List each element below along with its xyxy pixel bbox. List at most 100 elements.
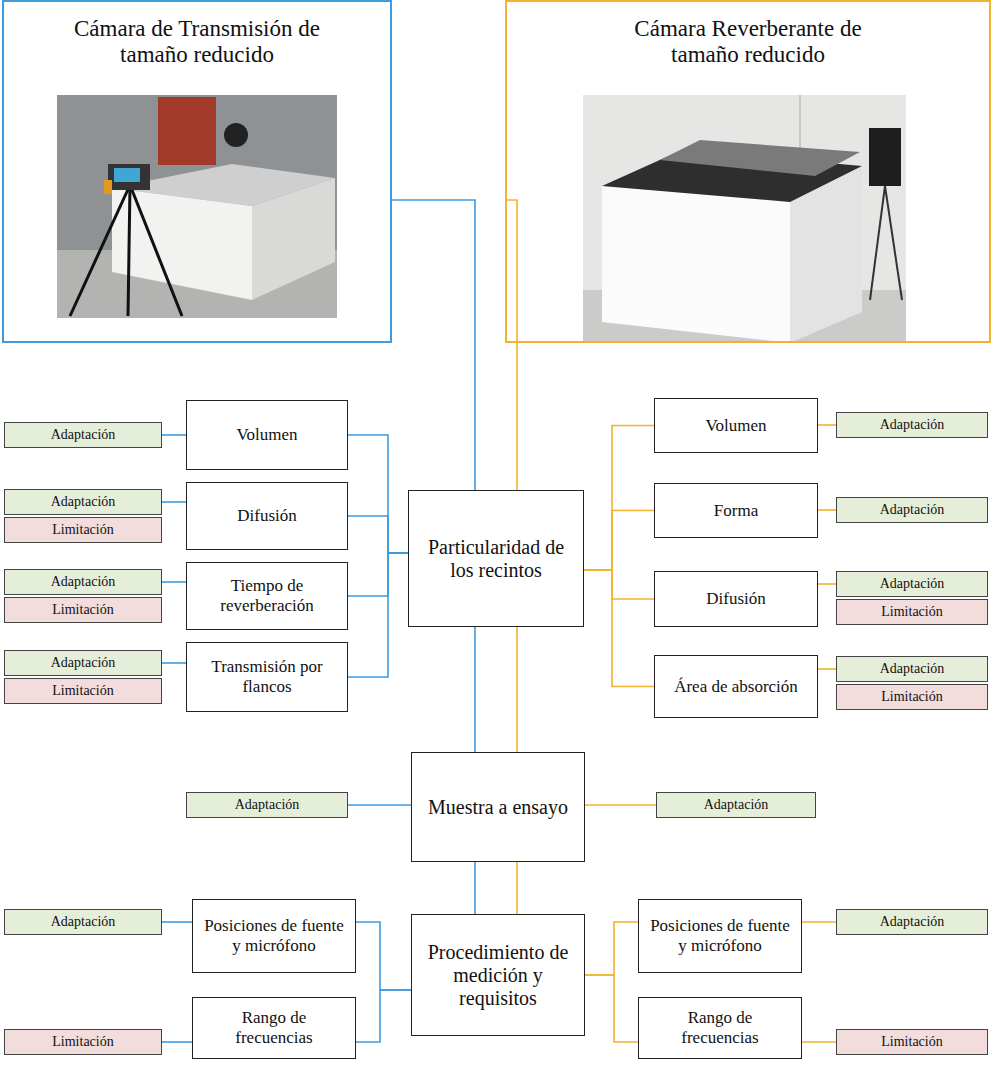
node-text: Adaptación xyxy=(235,797,300,813)
node-text: Adaptación xyxy=(880,576,945,592)
limitation-tag: Limitación xyxy=(4,597,162,623)
transmission-chamber-photo xyxy=(57,95,337,318)
node-text: Limitación xyxy=(52,1034,113,1050)
adaptation-tag: Adaptación xyxy=(836,412,988,438)
tripod-leg xyxy=(130,185,182,316)
node-text: Tiempo de reverberación xyxy=(195,576,339,615)
text-block: Tiempo de reverberación xyxy=(195,576,339,615)
text-block: Volumen xyxy=(705,416,766,436)
text-block: Forma xyxy=(714,501,758,521)
node-text: Adaptación xyxy=(51,574,116,590)
reverberant-chamber-photo xyxy=(583,95,906,343)
adaptation-tag: Adaptación xyxy=(836,571,988,597)
sound-meter xyxy=(108,164,150,190)
chamber-front xyxy=(112,188,252,300)
text-block: Rango de frecuencias xyxy=(647,1008,793,1047)
text-block: Transmisión por flancos xyxy=(195,657,339,696)
text-block: Particularidad de los recintos xyxy=(417,536,575,582)
node-text: Adaptación xyxy=(704,797,769,813)
node-text: Limitación xyxy=(52,522,113,538)
node-text: Adaptación xyxy=(51,914,116,930)
connector-line xyxy=(584,511,654,571)
node-text: Difusión xyxy=(706,589,766,609)
node-text: Volumen xyxy=(705,416,766,436)
node-text: Limitación xyxy=(881,604,942,620)
category-box: Tiempo de reverberación xyxy=(186,562,348,630)
connector-line xyxy=(356,990,411,1042)
text-block: Limitación xyxy=(881,1034,942,1050)
photo-wall xyxy=(583,95,906,343)
connector-line xyxy=(818,583,836,585)
text-block: Adaptación xyxy=(51,574,116,590)
node-text: Posiciones de fuente y micrófono xyxy=(647,916,793,955)
text-block: Cámara de Transmisión de tamaño reducido xyxy=(52,16,342,69)
connector-line xyxy=(585,922,638,975)
adaptation-tag: Adaptación xyxy=(4,650,162,676)
main-box: Particularidad de los recintos xyxy=(408,490,584,627)
node-text: Limitación xyxy=(881,1034,942,1050)
text-block: Adaptación xyxy=(51,494,116,510)
connector-line xyxy=(585,804,656,806)
category-box: Posiciones de fuente y micrófono xyxy=(192,899,356,973)
tripod-leg xyxy=(128,185,130,316)
limitation-tag: Limitación xyxy=(836,599,988,625)
connector-line xyxy=(818,424,836,426)
category-box: Rango de frecuencias xyxy=(638,997,802,1059)
chamber-panel: Cámara Reverberante de tamaño reducido xyxy=(505,0,991,343)
text-block: Adaptación xyxy=(51,914,116,930)
node-text: Muestra a ensayo xyxy=(428,796,568,819)
main-box: Muestra a ensayo xyxy=(411,752,585,862)
node-text: Rango de frecuencias xyxy=(201,1008,347,1047)
sound-meter-grip xyxy=(104,180,112,194)
connector-line xyxy=(584,426,654,571)
connector-line xyxy=(348,435,408,553)
node-text: Limitación xyxy=(52,683,113,699)
node-text: Cámara de Transmisión de tamaño reducido xyxy=(52,16,342,69)
connector-line xyxy=(392,200,475,490)
connector-line xyxy=(584,570,654,687)
text-block: Rango de frecuencias xyxy=(201,1008,347,1047)
text-block: Adaptación xyxy=(704,797,769,813)
speaker-stand xyxy=(885,186,902,300)
adaptation-tag: Adaptación xyxy=(4,422,162,448)
text-block: Posiciones de fuente y micrófono xyxy=(201,916,347,955)
node-text: Limitación xyxy=(52,602,113,618)
text-block: Adaptación xyxy=(51,427,116,443)
photo-door xyxy=(158,97,216,165)
text-block: Difusión xyxy=(237,506,297,526)
limitation-tag: Limitación xyxy=(836,1029,988,1055)
node-text: Volumen xyxy=(236,425,297,445)
limitation-tag: Limitación xyxy=(836,684,988,710)
connector-line xyxy=(162,1041,192,1043)
text-block: Muestra a ensayo xyxy=(428,796,568,819)
connector-line xyxy=(348,804,411,806)
category-box: Volumen xyxy=(654,398,818,453)
text-block: Adaptación xyxy=(235,797,300,813)
node-text: Adaptación xyxy=(880,661,945,677)
node-text: Procedimiento de medición y requisitos xyxy=(420,941,576,1010)
limitation-tag: Limitación xyxy=(4,678,162,704)
connector-line xyxy=(162,662,186,664)
adaptation-tag: Adaptación xyxy=(836,909,988,935)
text-block: Adaptación xyxy=(880,502,945,518)
node-text: Difusión xyxy=(237,506,297,526)
connector-line xyxy=(802,1041,836,1043)
adaptation-tag: Adaptación xyxy=(4,489,162,515)
node-text: Rango de frecuencias xyxy=(647,1008,793,1047)
text-block: Volumen xyxy=(236,425,297,445)
connector-line xyxy=(162,434,186,436)
node-text: Particularidad de los recintos xyxy=(417,536,575,582)
text-block: Área de absorción xyxy=(674,677,798,697)
connector-line xyxy=(802,921,836,923)
connector-line xyxy=(474,862,476,914)
text-block: Difusión xyxy=(706,589,766,609)
adaptation-tag: Adaptación xyxy=(4,909,162,935)
node-text: Transmisión por flancos xyxy=(195,657,339,696)
connector-line xyxy=(474,627,476,752)
text-block: Cámara Reverberante de tamaño reducido xyxy=(613,16,883,69)
node-text: Adaptación xyxy=(51,494,116,510)
connector-line xyxy=(162,501,186,503)
text-block: Limitación xyxy=(52,683,113,699)
adaptation-tag: Adaptación xyxy=(4,569,162,595)
node-text: Adaptación xyxy=(880,417,945,433)
